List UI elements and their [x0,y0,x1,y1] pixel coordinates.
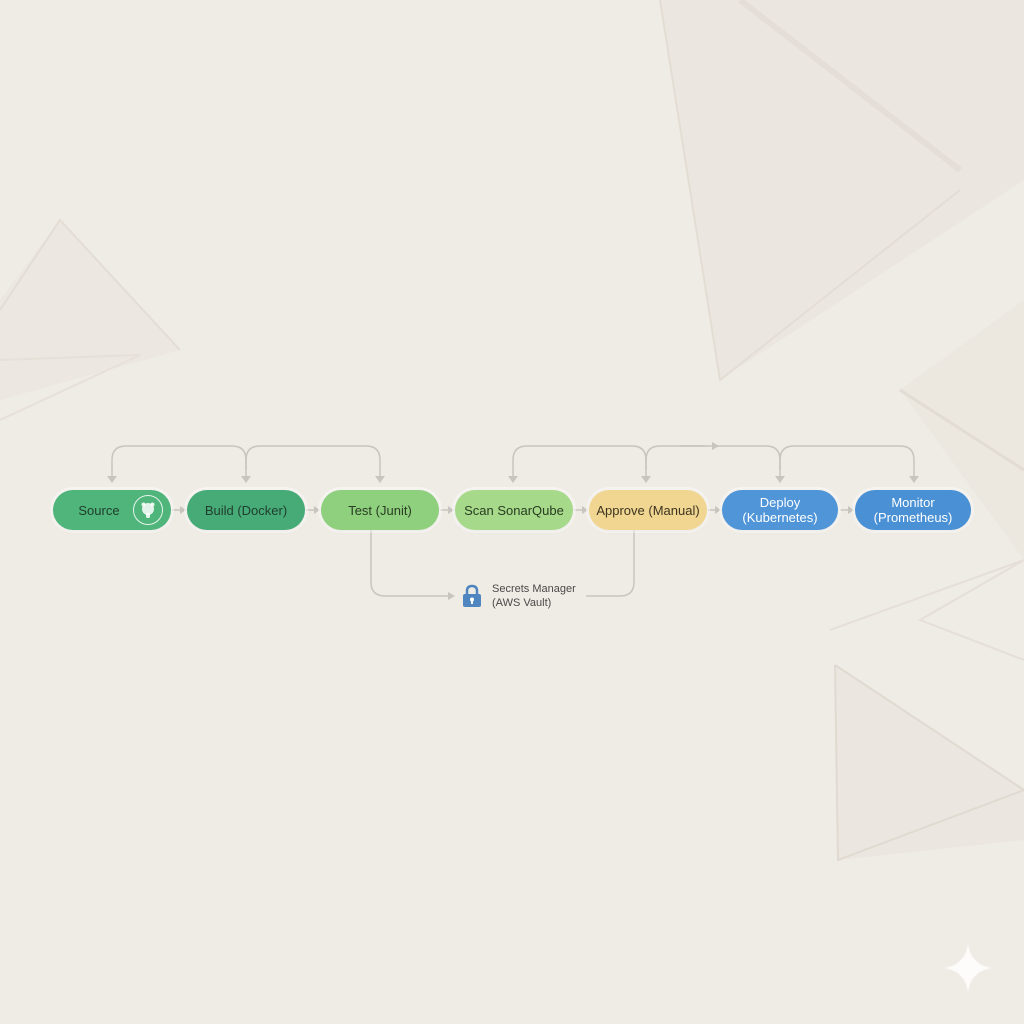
sparkle-icon [944,944,992,992]
secrets-manager[interactable]: Secrets Manager (AWS Vault) [462,582,576,610]
lock-icon [463,584,481,607]
loop-connector [111,445,247,480]
loop-connector [779,445,915,480]
stage-monitor[interactable]: Monitor (Prometheus) [855,490,971,530]
loop-connector [245,445,381,480]
stage-build[interactable]: Build (Docker) [187,490,305,530]
secrets-connector [370,530,450,597]
loop-connector [512,445,647,480]
stage-label: Source [78,502,120,518]
loop-connector [645,445,781,480]
stage-label: Approve (Manual) [596,502,700,518]
stage-label: Scan SonarQube [464,502,564,518]
stage-label: Deploy (Kubernetes) [742,495,818,525]
stage-approve[interactable]: Approve (Manual) [589,490,707,530]
stage-deploy[interactable]: Deploy (Kubernetes) [722,490,838,530]
stage-label: Test (Junit) [348,502,412,518]
secrets-label: Secrets Manager (AWS Vault) [492,583,576,609]
lock-shackle [465,584,479,595]
stage-label: Build (Docker) [204,502,288,518]
stage-scan[interactable]: Scan SonarQube [455,490,573,530]
stage-source[interactable]: Source [53,490,171,530]
stage-label: Monitor (Prometheus) [873,495,953,525]
secrets-connector [586,530,635,597]
github-icon [133,495,163,525]
stage-test[interactable]: Test (Junit) [321,490,439,530]
